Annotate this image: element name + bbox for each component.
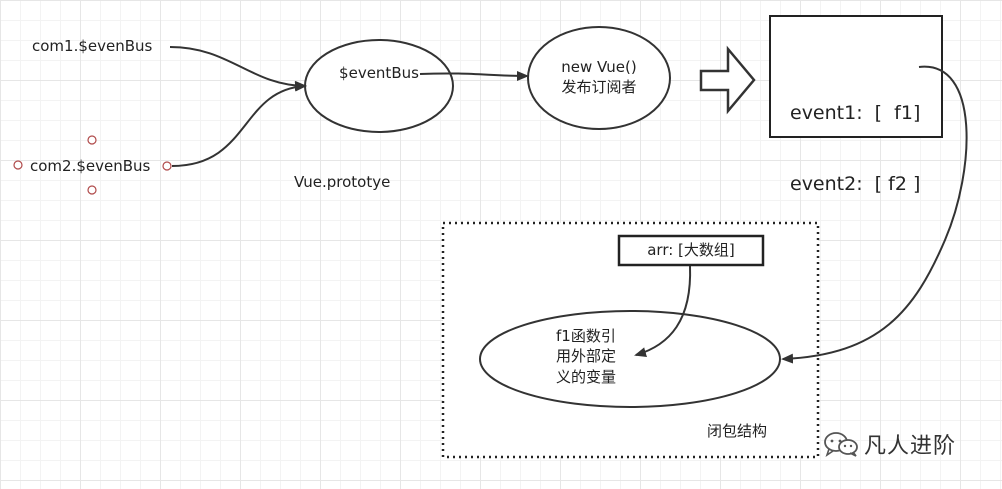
- closure-line2: 用外部定: [556, 347, 617, 366]
- new-vue-label: new Vue() 发布订阅者: [528, 58, 670, 97]
- closure-line3: 义的变量: [556, 367, 617, 386]
- com1-label[interactable]: com1.$evenBus: [32, 37, 153, 55]
- arr-box[interactable]: [617, 234, 765, 267]
- prototype-label: Vue.prototye: [294, 173, 391, 191]
- closure-line1: f1函数引: [556, 327, 616, 345]
- event-bus-label: $eventBus: [339, 64, 419, 82]
- handle-top[interactable]: [87, 135, 97, 145]
- watermark-text: 凡人进阶: [864, 434, 957, 459]
- closure-ellipse[interactable]: [479, 310, 781, 408]
- connector-arr-to-closure[interactable]: [634, 265, 692, 357]
- handle-left[interactable]: [13, 160, 23, 170]
- connector-com1-to-eventbus[interactable]: [169, 46, 307, 91]
- event-list: event1: [ f1] event2: [ f2 ]: [790, 54, 920, 220]
- connector-f1-to-closure[interactable]: [781, 65, 968, 364]
- new-vue-line1: new Vue(): [561, 58, 637, 76]
- watermark: 凡人进阶: [822, 428, 956, 460]
- new-vue-line2: 发布订阅者: [561, 77, 637, 96]
- closure-caption: 闭包结构: [707, 422, 768, 440]
- connector-eventbus-to-newvue[interactable]: [419, 70, 529, 81]
- closure-text: f1函数引 用外部定 义的变量: [556, 326, 616, 387]
- handle-right[interactable]: [162, 161, 172, 171]
- hollow-right-arrow[interactable]: [699, 45, 756, 115]
- arr-box-label: arr: [大数组]: [647, 241, 735, 259]
- handle-bottom[interactable]: [87, 185, 97, 195]
- event-bus-ellipse[interactable]: [304, 39, 454, 133]
- com2-label[interactable]: com2.$evenBus: [30, 157, 151, 175]
- wechat-icon: [824, 432, 858, 457]
- connector-com2-to-eventbus[interactable]: [171, 81, 307, 167]
- event-box[interactable]: [769, 15, 943, 138]
- event1-entry: event1: [ f1]: [790, 101, 921, 124]
- event2-entry: event2: [ f2 ]: [790, 172, 921, 195]
